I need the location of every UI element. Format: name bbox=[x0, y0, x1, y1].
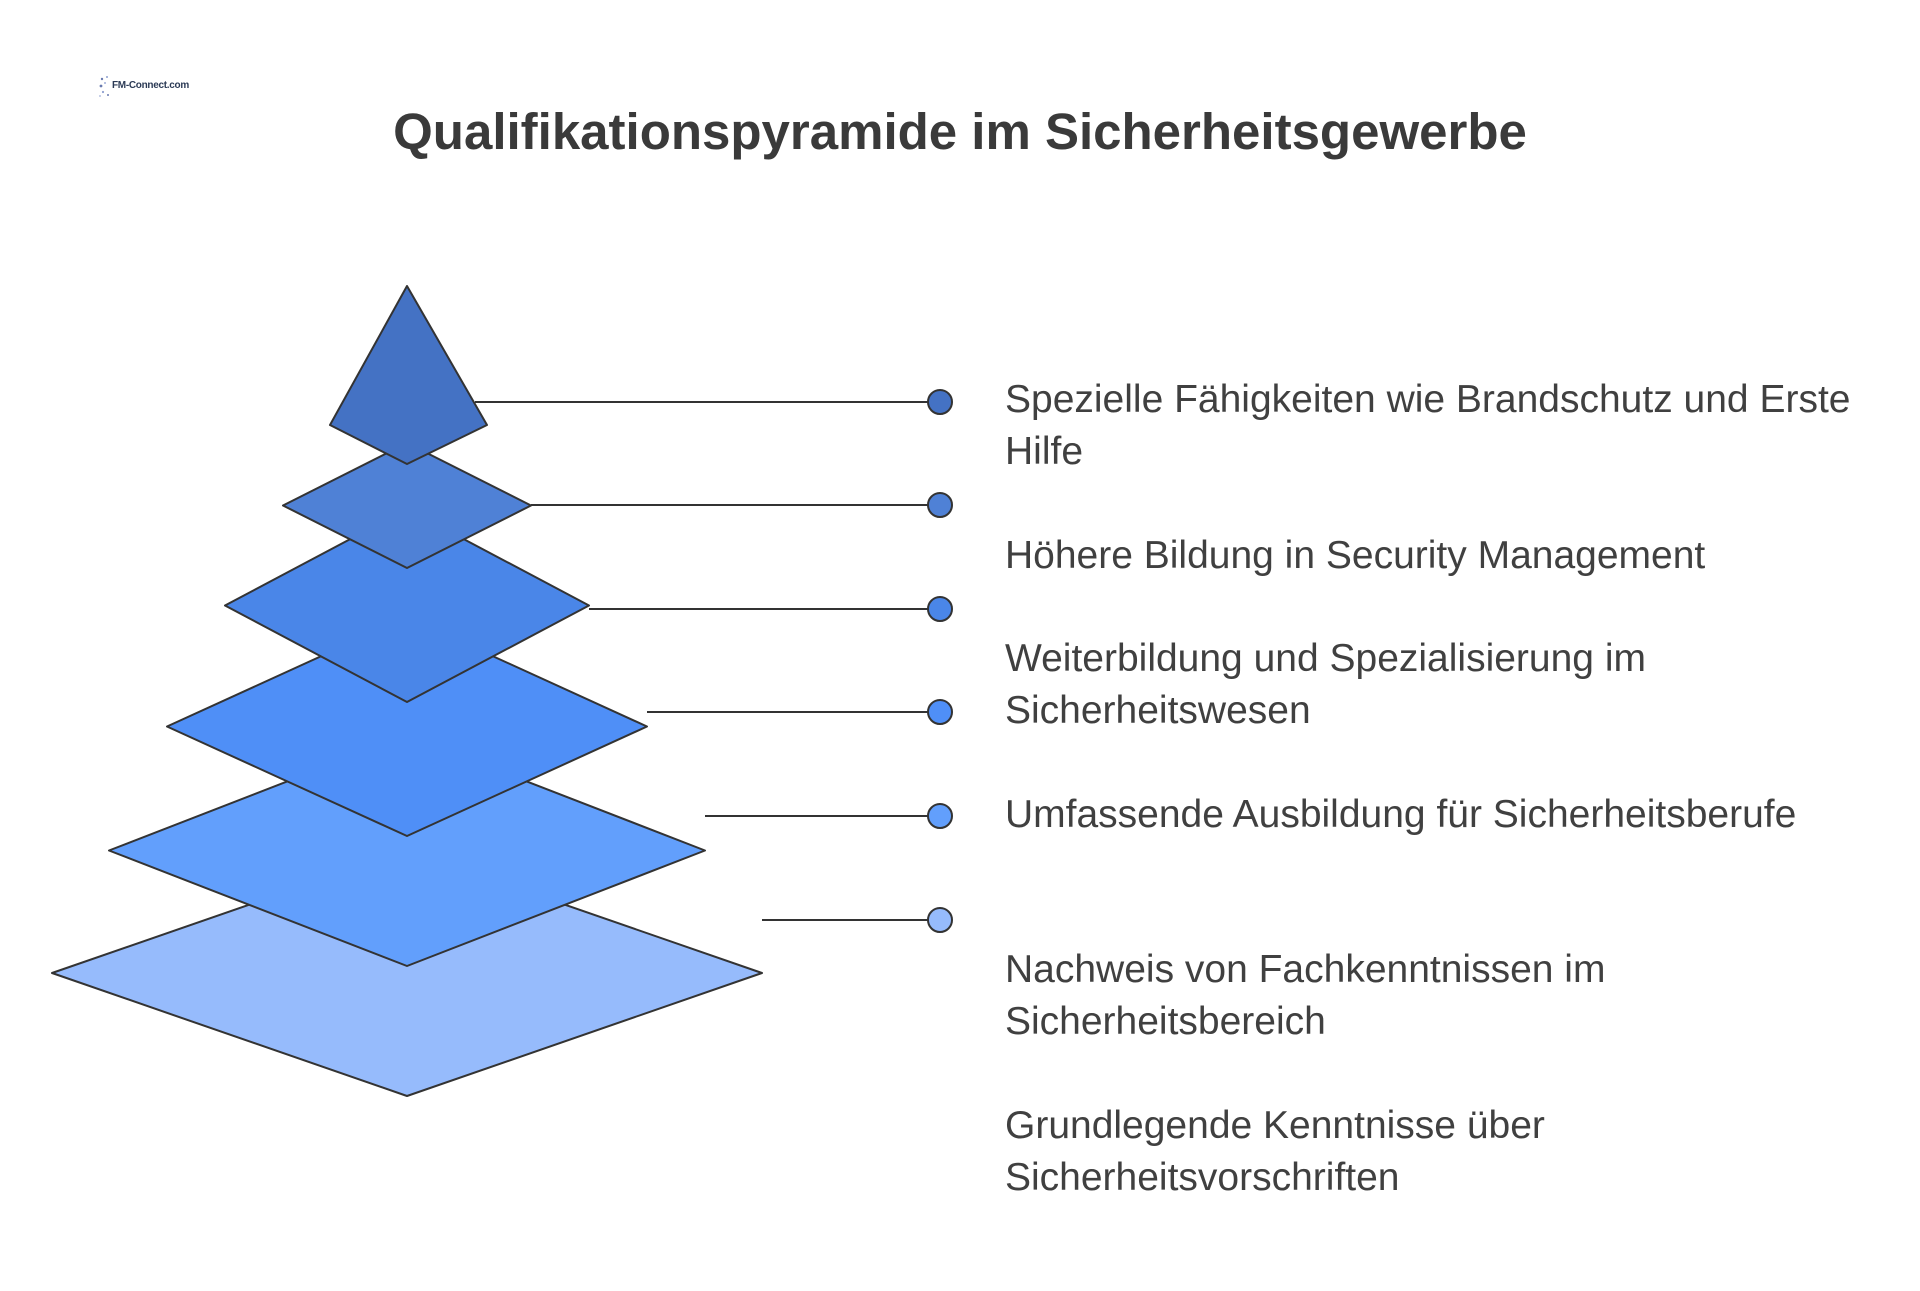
level-label-6: Grundlegende Kenntnisse über Sicherheits… bbox=[1005, 1104, 1545, 1199]
pyramid-layer-5 bbox=[108, 734, 706, 967]
logo-text: FM-Connect.com bbox=[112, 80, 189, 91]
pyramid-layer-6 bbox=[51, 849, 763, 1097]
logo: FM-Connect.com bbox=[98, 74, 189, 100]
pyramid-layer-1 bbox=[329, 285, 488, 465]
connector-dot-3 bbox=[927, 596, 953, 622]
level-label-2: Höhere Bildung in Security Management bbox=[1005, 534, 1706, 577]
connectors bbox=[475, 389, 953, 933]
connector-dot-1 bbox=[927, 389, 953, 415]
page-title: Qualifikationspyramide im Sicherheitsgew… bbox=[393, 103, 1527, 160]
connector-dot-5 bbox=[927, 803, 953, 829]
level-label-1: Spezielle Fähigkeiten wie Brandschutz un… bbox=[1005, 378, 1851, 473]
level-label-5: Nachweis von Fachkenntnissen im Sicherhe… bbox=[1005, 948, 1606, 1043]
connector-dot-6 bbox=[927, 907, 953, 933]
pyramid-layer-4 bbox=[166, 616, 648, 837]
level-label-4: Umfassende Ausbildung für Sicherheitsber… bbox=[1005, 793, 1797, 836]
level-label-3: Weiterbildung und Spezialisierung im Sic… bbox=[1005, 637, 1646, 732]
pyramid-layer-2 bbox=[282, 442, 532, 569]
connector-dot-4 bbox=[927, 699, 953, 725]
logo-icon bbox=[99, 76, 109, 97]
pyramid-layers bbox=[51, 285, 763, 1097]
connector-dot-2 bbox=[927, 492, 953, 518]
pyramid-layer-3 bbox=[224, 508, 590, 703]
